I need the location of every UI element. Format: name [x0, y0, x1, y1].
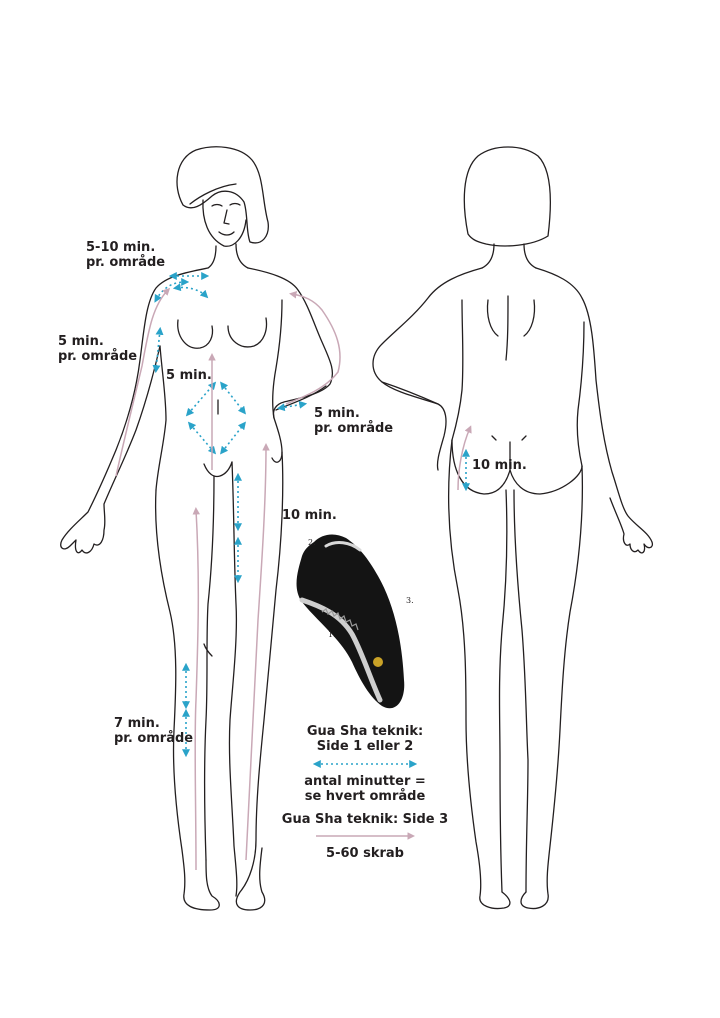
back-hair [463, 146, 551, 247]
arm-area: pr. område [58, 349, 138, 364]
arm-solid-arrow [115, 287, 171, 477]
legend-minutes: antal minutter = se hvert område [290, 774, 440, 804]
arm-arrow-vertical [152, 326, 164, 374]
legend-minutes-line1: antal minutter = [304, 774, 426, 789]
arm-time: 5 min. [58, 334, 104, 349]
front-mouth [218, 231, 235, 236]
front-right-leg-inner [228, 461, 238, 897]
front-left-leg-outer [154, 489, 220, 911]
back-figure [372, 146, 654, 910]
left-leg-solid-arrow [192, 507, 201, 871]
back-right-leg-inner [513, 489, 529, 893]
belly-arrow-ul [185, 381, 217, 417]
front-nose [223, 209, 230, 225]
back-right-leg-outer [520, 465, 584, 910]
front-hair-sweep [189, 183, 237, 205]
dotted-arrows [152, 272, 470, 768]
back-waist-left [451, 299, 464, 441]
gua-sha-top-highlight [324, 541, 362, 552]
belly-arrow-lr [220, 421, 246, 455]
belly-arrow-ll [187, 421, 217, 455]
legend-technique-a: Gua Sha teknik: Side 1 eller 2 [290, 724, 440, 754]
back-hip-solid-arrow [457, 425, 472, 491]
front-neck [207, 245, 217, 269]
back-neck-right [523, 243, 537, 269]
front-breast-right [227, 317, 268, 348]
arm-label: 5 min. pr. område [58, 334, 137, 364]
front-right-leg-outer [235, 451, 284, 911]
tool-side-1: 1. [328, 630, 336, 639]
right-leg-solid-arrow [245, 443, 270, 861]
front-left-shoulder-arm [60, 267, 209, 554]
legend-technique-b: Gua Sha teknik: Side 3 [281, 812, 449, 827]
leg-time: 10 min. [282, 508, 337, 523]
tool-side-3: 3. [406, 596, 414, 605]
front-hair [176, 146, 269, 244]
front-knee-left [203, 643, 213, 657]
back-shoulder-blade-left [486, 299, 499, 337]
back-shoulder-blade-right [523, 299, 536, 337]
shin-area: pr. område [114, 731, 194, 746]
back-right-arm [535, 267, 654, 554]
shoulder-arrow-curve [154, 278, 190, 303]
solid-arrows [115, 287, 472, 871]
tool-side-2: 2. [308, 538, 316, 547]
hip-label: 10 min. [472, 458, 527, 473]
legend-strokes: 5-60 skrab [326, 846, 404, 861]
front-crotch [203, 461, 233, 478]
back-spine [505, 295, 509, 361]
gua-sha-comb-edge [321, 608, 359, 631]
legend-technique-a-line2: Side 1 eller 2 [316, 739, 414, 754]
back-left-leg-inner [498, 489, 508, 893]
back-left-leg-outer [447, 439, 511, 910]
front-eye-right [229, 202, 241, 206]
gua-sha-edge-highlight [299, 597, 383, 703]
hand-time: 5 min. [314, 406, 360, 421]
legend-minutes-line2: se hvert område [304, 789, 426, 804]
front-waist-left [155, 345, 167, 491]
front-neck-right [235, 243, 249, 269]
hand-area: pr. område [314, 421, 394, 436]
belly-arrow-ur [220, 381, 246, 415]
belly-label: 5 min. [166, 368, 212, 383]
back-left-forearm [381, 381, 439, 405]
gua-sha-tool [296, 534, 405, 709]
back-dimple-left [491, 435, 497, 441]
hand-label: 5 min. pr. område [314, 406, 393, 436]
legend-technique-a-line1: Gua Sha teknik: [306, 724, 424, 739]
shoulder-time: 5-10 min. [86, 240, 156, 255]
shin-time: 7 min. [114, 716, 160, 731]
front-face [202, 199, 247, 247]
shoulder-area: pr. område [86, 255, 166, 270]
front-breast-left [177, 319, 214, 349]
leg-label: 10 min. [282, 508, 337, 523]
hand-arrow [276, 400, 308, 412]
forearm-solid-arrow [285, 291, 341, 405]
shoulder-label: 5-10 min. pr. område [86, 240, 165, 270]
gua-sha-logo-icon [373, 657, 383, 667]
belly-time: 5 min. [166, 368, 212, 383]
front-waist-right [272, 299, 283, 419]
front-left-leg-inner [203, 475, 215, 861]
back-dimple-right [521, 435, 527, 441]
front-eye-left [211, 203, 223, 207]
shin-label: 7 min. pr. område [114, 716, 193, 746]
hip-time: 10 min. [472, 458, 527, 473]
back-neck-left [481, 243, 495, 269]
shoulder-arrow-front [172, 283, 209, 299]
back-waist-right [576, 321, 585, 467]
